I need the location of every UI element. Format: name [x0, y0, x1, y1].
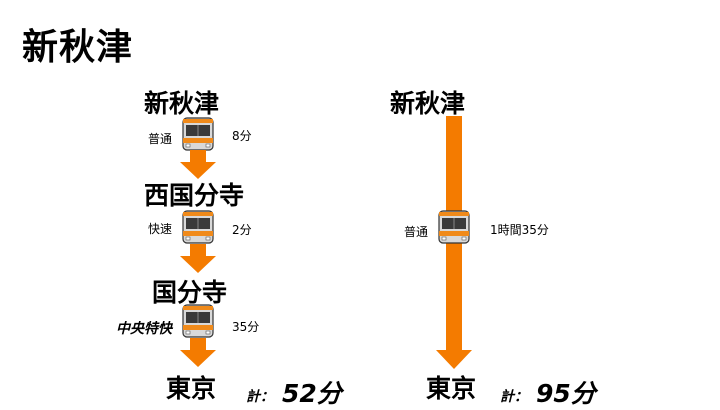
segment-right-time: 1時間35分: [490, 223, 549, 237]
train-icon: [182, 210, 214, 244]
station-tokyo-left: 東京: [166, 374, 217, 403]
segment-1-time: 8分: [232, 129, 252, 143]
station-shin-akitsu-left: 新秋津: [144, 89, 220, 118]
segment-3-time: 35分: [232, 320, 260, 334]
total-value-right: 95分: [536, 379, 596, 408]
page-title: 新秋津: [22, 27, 134, 68]
train-icon: [438, 210, 470, 244]
train-icon: [182, 304, 214, 338]
down-arrow-icon: [180, 244, 216, 273]
down-arrow-icon: [180, 338, 216, 367]
segment-3-type: 中央特快: [116, 321, 172, 337]
down-arrow-icon: [180, 150, 216, 179]
station-tokyo-right: 東京: [426, 374, 477, 403]
segment-2-type: 快速: [148, 222, 173, 236]
segment-2-time: 2分: [232, 223, 252, 237]
train-icon: [182, 117, 214, 151]
total-label-left: 計：: [246, 389, 274, 405]
total-value-left: 52分: [282, 379, 342, 408]
station-nishi-kokubunji: 西国分寺: [144, 181, 245, 210]
station-kokubunji: 国分寺: [152, 278, 228, 307]
segment-1-type: 普通: [148, 132, 173, 146]
segment-right-type: 普通: [404, 225, 429, 239]
total-label-right: 計：: [500, 389, 528, 405]
station-shin-akitsu-right: 新秋津: [390, 89, 466, 118]
